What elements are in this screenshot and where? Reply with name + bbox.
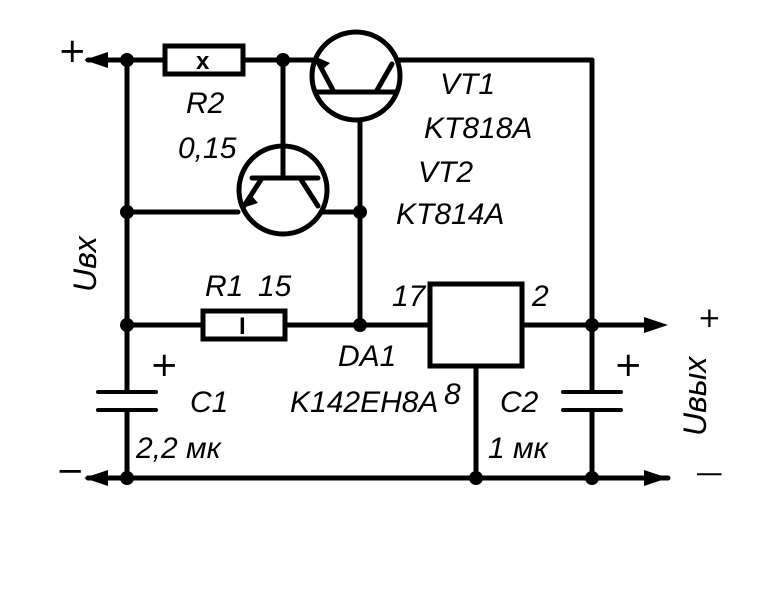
vt2-name: VT2 [418, 156, 473, 189]
output-plus-arrow [644, 317, 668, 333]
junction-dot [585, 471, 599, 485]
labels: + − R2 0,15 VT1 KT818A VT2 KT814A R1 15 … [56, 31, 725, 491]
junction-dots [120, 53, 599, 485]
output-plus-sign: + [692, 307, 725, 330]
vt2-type: KT814A [396, 198, 504, 231]
r2-mark: x [196, 48, 210, 75]
junction-dot [585, 318, 599, 332]
junction-dot [120, 53, 134, 67]
da1-name: DA1 [338, 340, 396, 373]
ic-da1 [427, 281, 525, 369]
input-plus-sign: + [58, 31, 87, 71]
input-minus-arrow [84, 470, 108, 486]
r2-value: 0,15 [178, 132, 237, 165]
c2-name: C2 [500, 386, 539, 419]
transistor-vt1 [309, 29, 403, 123]
c2-value: 1 мк [488, 432, 550, 465]
input-voltage-label: Uвх [67, 235, 103, 292]
resistor-r1: I [200, 308, 288, 342]
pin-in-label: 17 [392, 280, 427, 313]
input-plus-arrow [84, 52, 108, 68]
output-voltage-label: Uвых [677, 356, 713, 436]
junction-dot [469, 471, 483, 485]
input-minus-sign: − [56, 451, 85, 491]
c1-plus-sign: + [150, 345, 179, 385]
c1-value: 2,2 мк [135, 432, 223, 465]
pin-gnd-label: 8 [444, 378, 461, 411]
junction-dot [353, 318, 367, 332]
resistor-r2: x [162, 43, 246, 77]
capacitor-c2 [561, 390, 623, 412]
da1-type: K142EH8A [290, 386, 438, 419]
junction-dot [120, 318, 134, 332]
vt1-name: VT1 [440, 68, 495, 101]
c2-plus-sign: + [614, 345, 643, 385]
pin-out-label: 2 [531, 280, 549, 313]
junction-dot [276, 53, 290, 67]
junction-dot [120, 471, 134, 485]
r1-value: 15 [258, 270, 292, 303]
output-minus-sign: | [692, 471, 722, 478]
r1-mark: I [239, 313, 246, 340]
junction-dot [353, 205, 367, 219]
output-minus-arrow [644, 470, 668, 486]
capacitor-c1 [96, 390, 158, 412]
junction-dot [120, 205, 134, 219]
transistor-vt2 [236, 143, 330, 237]
r1-name: R1 [205, 270, 243, 303]
r2-name: R2 [186, 87, 225, 120]
terminal-arrows [84, 52, 668, 486]
vt1-type: KT818A [424, 112, 532, 145]
c1-name: C1 [190, 386, 228, 419]
